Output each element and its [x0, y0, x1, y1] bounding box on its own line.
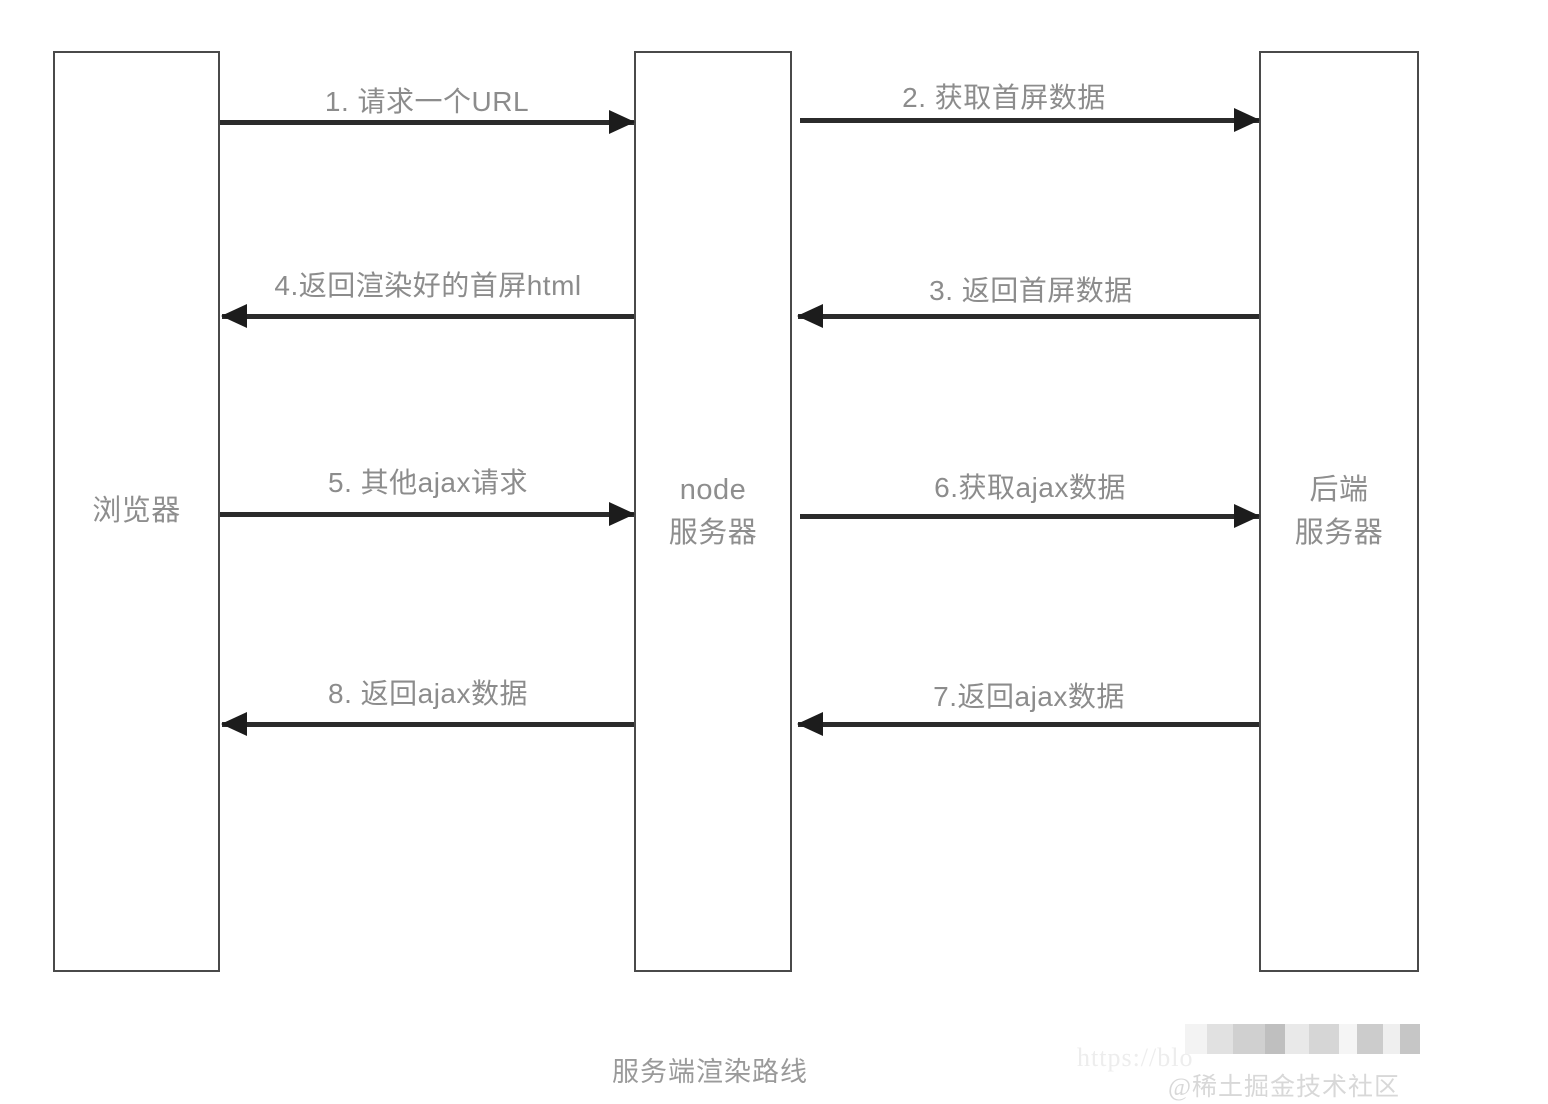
- arrowhead-right-icon: [1234, 504, 1260, 528]
- lifeline-node-server-label: node 服务器: [668, 474, 758, 549]
- arrowhead-left-icon: [221, 712, 247, 736]
- diagram-caption: 服务端渲染路线: [612, 1057, 808, 1087]
- lifeline-backend-server: 后端 服务器: [1259, 51, 1419, 972]
- message-label-1: 1. 请求一个URL: [324, 86, 530, 117]
- arrow-line: [220, 120, 634, 125]
- message-label-4: 4.返回渲染好的首屏html: [274, 270, 582, 301]
- arrowhead-left-icon: [221, 304, 247, 328]
- lifeline-node-server: node 服务器: [634, 51, 792, 972]
- arrowhead-right-icon: [609, 110, 635, 134]
- watermark-url: https://blo: [1077, 1043, 1194, 1072]
- arrowhead-left-icon: [797, 304, 823, 328]
- arrowhead-right-icon: [609, 502, 635, 526]
- message-label-7: 7.返回ajax数据: [933, 681, 1125, 712]
- arrowhead-left-icon: [797, 712, 823, 736]
- arrow-line: [800, 118, 1259, 123]
- message-label-5: 5. 其他ajax请求: [328, 467, 528, 498]
- arrow-line: [222, 722, 634, 727]
- arrow-line: [798, 314, 1259, 319]
- lifeline-browser: 浏览器: [53, 51, 220, 972]
- lifeline-browser-label: 浏览器: [92, 495, 181, 528]
- arrow-line: [220, 512, 634, 517]
- message-label-2: 2. 获取首屏数据: [902, 82, 1106, 113]
- arrow-line: [798, 722, 1259, 727]
- message-label-3: 3. 返回首屏数据: [929, 275, 1133, 306]
- lifeline-backend-server-label: 后端 服务器: [1294, 474, 1384, 549]
- arrowhead-right-icon: [1234, 108, 1260, 132]
- arrow-line: [222, 314, 634, 319]
- watermark-mosaic-block: [1185, 1024, 1420, 1054]
- arrow-line: [800, 514, 1259, 519]
- watermark-brand: @稀土掘金技术社区: [1167, 1074, 1400, 1101]
- message-label-6: 6.获取ajax数据: [934, 472, 1126, 503]
- message-label-8: 8. 返回ajax数据: [328, 678, 528, 709]
